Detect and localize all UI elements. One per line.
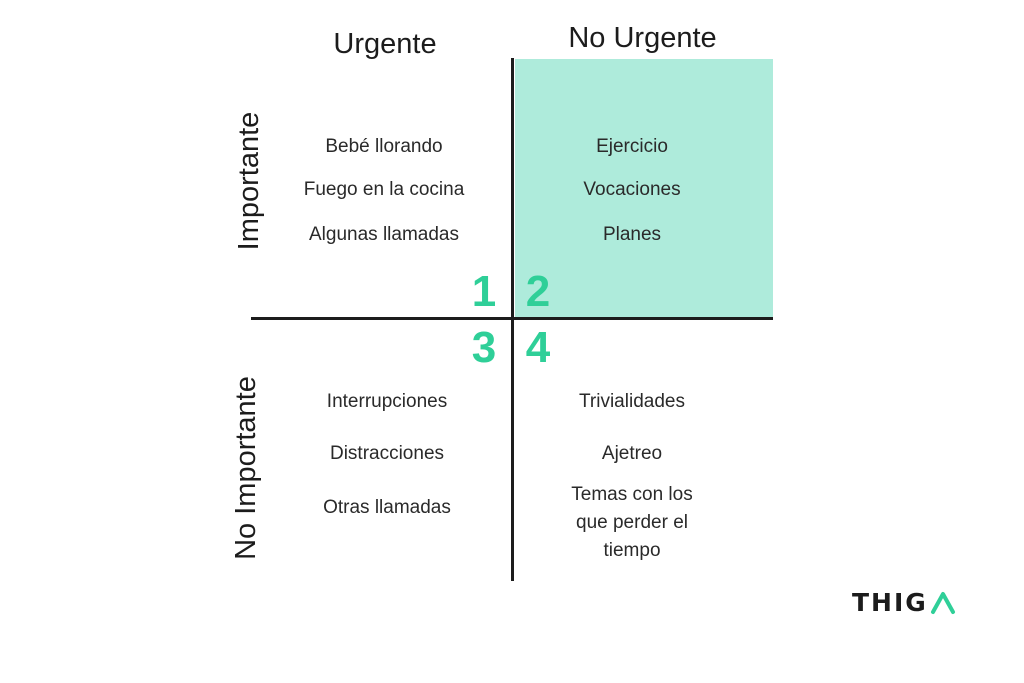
list-item: Ejercicio (596, 136, 668, 157)
quadrant-2-highlight (515, 59, 773, 318)
column-header-urgent: Urgente (333, 28, 437, 60)
vertical-axis (511, 58, 514, 581)
row-header-important: Importante (233, 111, 265, 251)
row-header-not-important: No Importante (230, 376, 262, 560)
quadrant-number-4: 4 (525, 323, 551, 372)
list-item: Bebé llorando (325, 136, 443, 157)
list-item: Otras llamadas (323, 497, 451, 518)
list-item: Fuego en la cocina (303, 179, 465, 200)
quadrant-number-2: 2 (525, 267, 551, 316)
list-item: Vocaciones (583, 179, 681, 200)
list-item: Interrupciones (326, 391, 448, 412)
column-header-not-urgent: No Urgente (568, 22, 717, 54)
list-item: Distracciones (329, 443, 445, 464)
logo-text: THIG (852, 588, 928, 617)
list-item: Trivialidades (579, 391, 685, 412)
chevron-up-icon (931, 592, 955, 614)
quadrant-number-3: 3 (471, 323, 497, 372)
list-item: Algunas llamadas (309, 224, 459, 245)
thiga-logo: THIG (852, 588, 962, 620)
quadrant-number-1: 1 (471, 267, 497, 316)
list-item: Temas con los que perder el tiempo (571, 484, 693, 561)
list-item: Ajetreo (601, 443, 663, 464)
list-item: Planes (602, 224, 662, 245)
